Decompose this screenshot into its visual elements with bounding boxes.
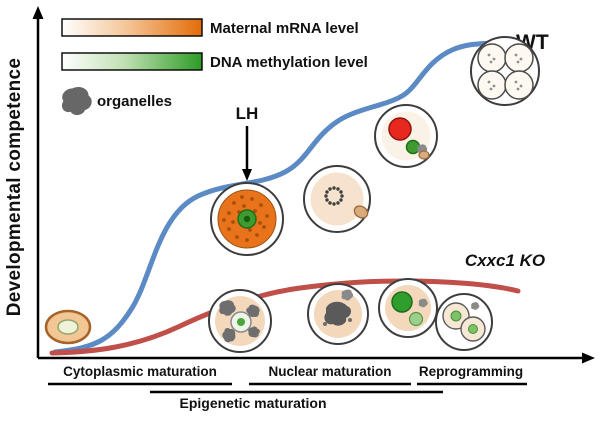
mii-oocyte-ko xyxy=(307,283,369,345)
zygote-wt xyxy=(374,104,438,168)
lh-label: LH xyxy=(236,104,259,123)
metaphase-chromosomes xyxy=(324,186,344,206)
immature-oocyte xyxy=(44,309,92,345)
zygote-ko xyxy=(378,278,438,338)
mii-oocyte-wt xyxy=(303,165,371,233)
nucleolus xyxy=(237,318,245,326)
gv-oocyte-wt xyxy=(210,182,284,256)
legend-label-methylation: DNA methylation level xyxy=(210,54,368,71)
stage-labels: Cytoplasmic maturation Nuclear maturatio… xyxy=(48,364,527,411)
lh-arrowhead xyxy=(242,169,252,181)
four-cell-embryo-wt xyxy=(470,36,540,106)
x-axis-arrowhead xyxy=(582,352,595,364)
pronucleus-red xyxy=(388,117,412,141)
mrna-granules xyxy=(222,195,269,242)
blastomere xyxy=(504,43,534,73)
abnormal-chromatin-blob xyxy=(324,301,352,326)
organelle-dot xyxy=(323,322,327,326)
stage-cytoplasmic-label: Cytoplasmic maturation xyxy=(63,364,217,379)
dna-methylation-gradient-bar xyxy=(61,52,203,71)
maternal-mrna-gradient-bar xyxy=(61,18,203,37)
axes xyxy=(36,16,584,360)
methylated-nucleus xyxy=(450,310,462,322)
legend: Maternal mRNA level DNA methylation leve… xyxy=(61,18,368,116)
polar-body xyxy=(418,150,430,160)
stage-epigenetic-label: Epigenetic maturation xyxy=(179,395,326,411)
pronucleus-methylated xyxy=(391,291,413,313)
germinal-vesicle xyxy=(57,319,79,335)
stage-reprogramming-label: Reprogramming xyxy=(419,364,523,379)
ko-curve xyxy=(49,278,521,356)
legend-label-mrna: Maternal mRNA level xyxy=(210,20,359,37)
polar-body xyxy=(353,205,369,219)
y-axis-arrowhead xyxy=(32,6,44,19)
oocyte-cytoplasm xyxy=(310,172,364,226)
lh-annotation: LH xyxy=(236,104,259,181)
stage-nuclear-label: Nuclear maturation xyxy=(268,364,391,379)
organelle-blob-icon xyxy=(61,86,92,116)
blastomere xyxy=(504,70,534,100)
wt-curve xyxy=(52,39,508,355)
blastomere xyxy=(477,70,507,100)
two-cell-embryo-ko xyxy=(435,293,493,351)
pronucleus-light-green xyxy=(408,311,424,327)
gv-oocyte-ko xyxy=(208,289,272,353)
nucleolus xyxy=(243,215,251,223)
organelle-dot xyxy=(348,318,352,322)
y-axis-label: Developmental competence xyxy=(4,58,25,317)
methylated-nucleus xyxy=(468,324,478,334)
legend-label-organelles: organelles xyxy=(97,93,172,110)
blastomere xyxy=(477,43,507,73)
ko-label: Cxxc1 KO xyxy=(465,251,545,270)
blastomere-granules xyxy=(487,53,523,91)
